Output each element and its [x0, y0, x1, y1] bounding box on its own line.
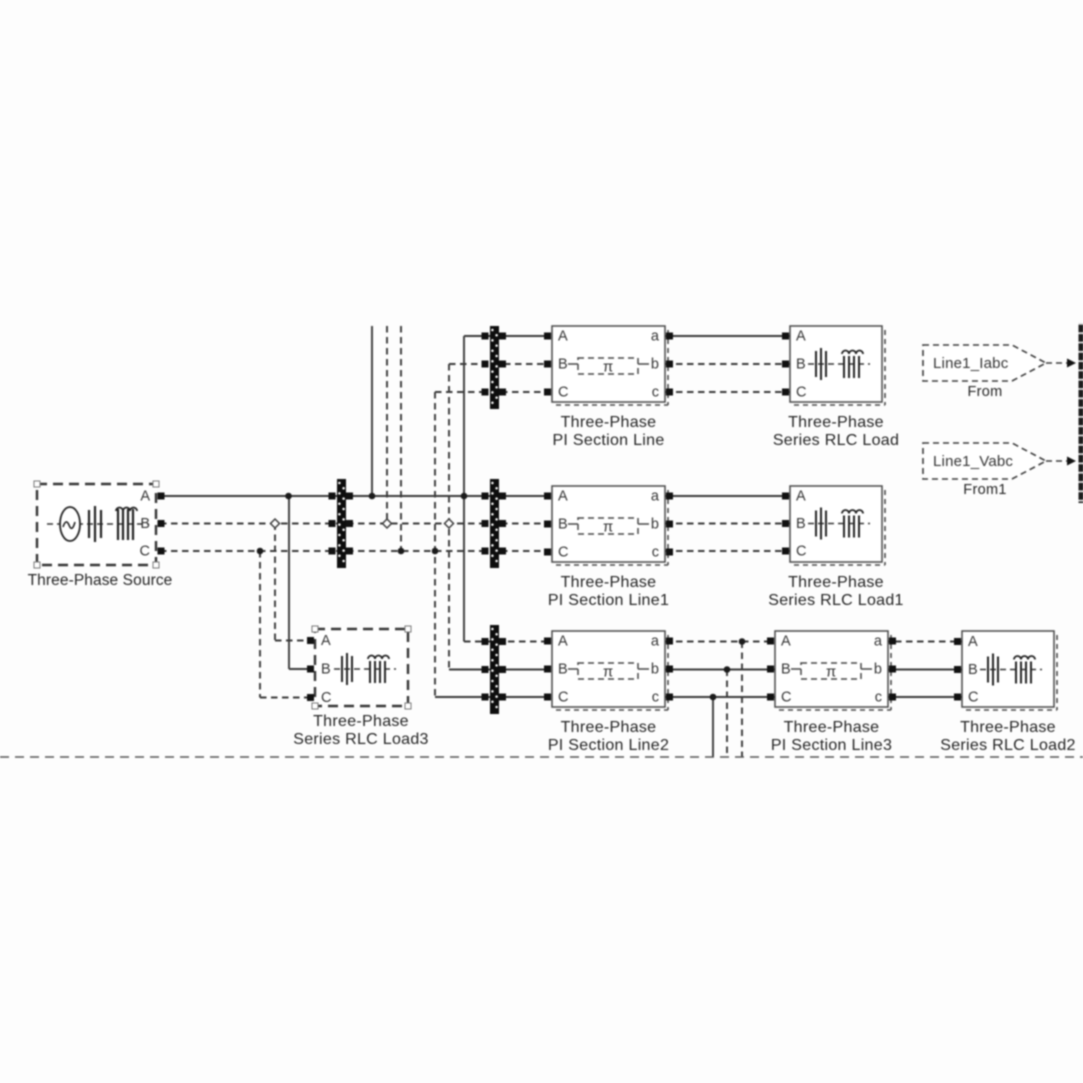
svg-text:B: B	[968, 662, 978, 678]
svg-text:C: C	[796, 385, 806, 401]
svg-text:Line1_Iabc: Line1_Iabc	[933, 355, 1009, 372]
svg-text:B: B	[140, 516, 150, 532]
svg-text:π: π	[603, 359, 613, 376]
svg-text:c: c	[875, 690, 882, 706]
svg-text:Three-Phase: Three-Phase	[561, 414, 657, 431]
svg-text:Series RLC Load3: Series RLC Load3	[293, 731, 429, 748]
svg-text:B: B	[321, 662, 331, 678]
svg-text:PI Section Line3: PI Section Line3	[771, 737, 892, 754]
svg-text:a: a	[651, 634, 660, 650]
svg-text:π: π	[826, 664, 836, 681]
svg-text:A: A	[321, 633, 331, 649]
svg-text:a: a	[874, 634, 883, 650]
svg-text:Three-Phase: Three-Phase	[313, 713, 409, 730]
svg-text:C: C	[796, 544, 806, 560]
svg-text:A: A	[796, 329, 806, 345]
svg-text:From: From	[967, 384, 1002, 400]
svg-text:Three-Phase Source: Three-Phase Source	[28, 572, 173, 589]
svg-text:c: c	[652, 690, 659, 706]
svg-text:b: b	[651, 662, 659, 678]
svg-text:B: B	[781, 662, 791, 678]
svg-text:A: A	[796, 489, 806, 505]
svg-text:A: A	[140, 489, 150, 505]
svg-text:Three-Phase: Three-Phase	[561, 574, 657, 591]
svg-text:π: π	[603, 664, 613, 681]
svg-text:B: B	[796, 357, 806, 373]
svg-text:A: A	[558, 489, 568, 505]
svg-text:B: B	[558, 662, 568, 678]
svg-text:Three-Phase: Three-Phase	[788, 414, 884, 431]
svg-text:Series RLC Load1: Series RLC Load1	[768, 592, 904, 609]
svg-text:B: B	[558, 357, 568, 373]
svg-text:C: C	[140, 544, 150, 560]
svg-text:Three-Phase: Three-Phase	[561, 719, 657, 736]
svg-text:Three-Phase: Three-Phase	[788, 574, 884, 591]
svg-text:a: a	[651, 489, 660, 505]
svg-text:Three-Phase: Three-Phase	[784, 719, 880, 736]
svg-text:From1: From1	[963, 482, 1006, 498]
svg-text:b: b	[651, 517, 659, 533]
svg-text:b: b	[651, 357, 659, 373]
svg-text:B: B	[558, 517, 568, 533]
svg-text:c: c	[652, 545, 659, 561]
svg-text:A: A	[781, 634, 791, 650]
svg-text:A: A	[968, 634, 978, 650]
svg-text:c: c	[652, 385, 659, 401]
svg-text:C: C	[558, 545, 568, 561]
svg-text:Series RLC Load: Series RLC Load	[773, 432, 899, 449]
svg-text:A: A	[558, 634, 568, 650]
svg-text:b: b	[874, 662, 882, 678]
svg-text:Line1_Vabc: Line1_Vabc	[933, 453, 1013, 470]
svg-text:Three-Phase: Three-Phase	[960, 719, 1056, 736]
svg-text:C: C	[558, 385, 568, 401]
svg-text:a: a	[651, 329, 660, 345]
svg-text:PI Section Line1: PI Section Line1	[548, 592, 669, 609]
svg-text:PI Section Line2: PI Section Line2	[548, 737, 669, 754]
svg-text:PI Section Line: PI Section Line	[552, 432, 664, 449]
svg-text:A: A	[558, 329, 568, 345]
svg-text:C: C	[321, 690, 331, 706]
svg-text:Series RLC Load2: Series RLC Load2	[940, 737, 1076, 754]
svg-text:π: π	[603, 519, 613, 536]
svg-text:C: C	[781, 690, 791, 706]
svg-text:C: C	[968, 690, 978, 706]
svg-text:C: C	[558, 690, 568, 706]
svg-text:B: B	[796, 516, 806, 532]
